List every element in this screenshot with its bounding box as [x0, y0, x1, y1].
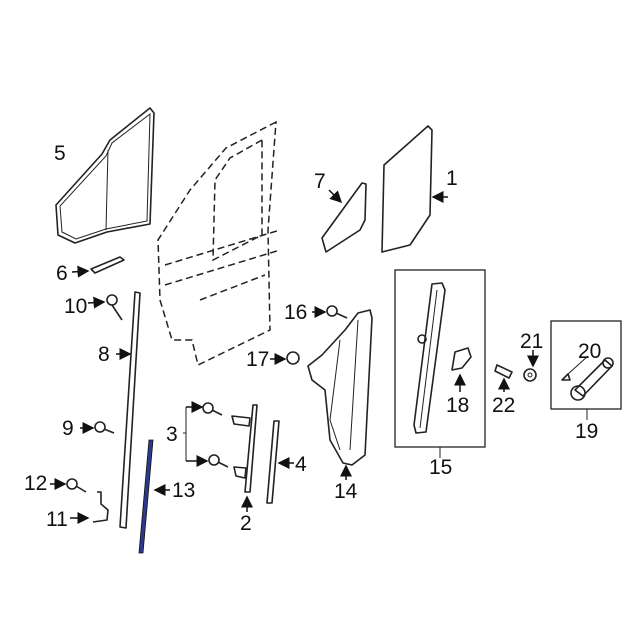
part-21-washer: [523, 350, 539, 382]
callout-15: 15: [429, 456, 452, 479]
part-8-run-channel: [116, 291, 141, 529]
part-1-door-glass: [381, 125, 448, 253]
callout-3: 3: [166, 423, 178, 446]
part-16-bolt: [312, 305, 348, 319]
part-5-window-frame-seal: [55, 107, 155, 244]
part-17-nut: [270, 351, 300, 365]
callout-17: 17: [246, 348, 269, 371]
part-14-window-regulator: [307, 309, 373, 480]
part-7-vent-glass: [321, 182, 367, 253]
part-3-bolts: [183, 401, 229, 468]
callout-8: 8: [98, 343, 110, 366]
callout-9: 9: [62, 417, 74, 440]
callout-13: 13: [172, 479, 195, 502]
callout-1: 1: [446, 167, 458, 190]
callout-2: 2: [240, 512, 252, 535]
callout-5: 5: [54, 142, 66, 165]
callout-16: 16: [284, 301, 307, 324]
part-9-bolt: [80, 421, 115, 434]
part-19-window-crank-box: [550, 320, 622, 420]
part-10-screw: [87, 294, 123, 321]
part-11-bracket: [70, 491, 109, 524]
part-18-clip: [451, 347, 472, 392]
callout-19: 19: [575, 420, 598, 443]
door-shell-outline: [157, 120, 281, 367]
part-15-regulator-assembly-box: [394, 269, 486, 458]
part-22-pin: [494, 364, 513, 392]
callout-7: 7: [314, 170, 326, 193]
part-4-strip: [266, 420, 294, 504]
callout-12: 12: [24, 472, 47, 495]
callout-20: 20: [578, 340, 601, 363]
callout-6: 6: [56, 262, 68, 285]
part-12-bolt: [50, 478, 87, 493]
callout-11: 11: [46, 508, 68, 531]
callout-4: 4: [295, 453, 307, 476]
callout-21: 21: [520, 330, 543, 353]
part-13-weatherstrip-highlighted: [138, 439, 170, 554]
part-6-trim-strip: [71, 256, 125, 278]
callout-22: 22: [492, 394, 515, 417]
callout-labels: 1 2 3 4 5 6 7 8 9 10 11 12 13 14 15 16 1…: [24, 142, 601, 535]
callout-14: 14: [334, 480, 358, 503]
callout-18: 18: [446, 394, 469, 417]
part-2-rear-run-channel: [231, 404, 258, 512]
callout-10: 10: [64, 295, 87, 318]
